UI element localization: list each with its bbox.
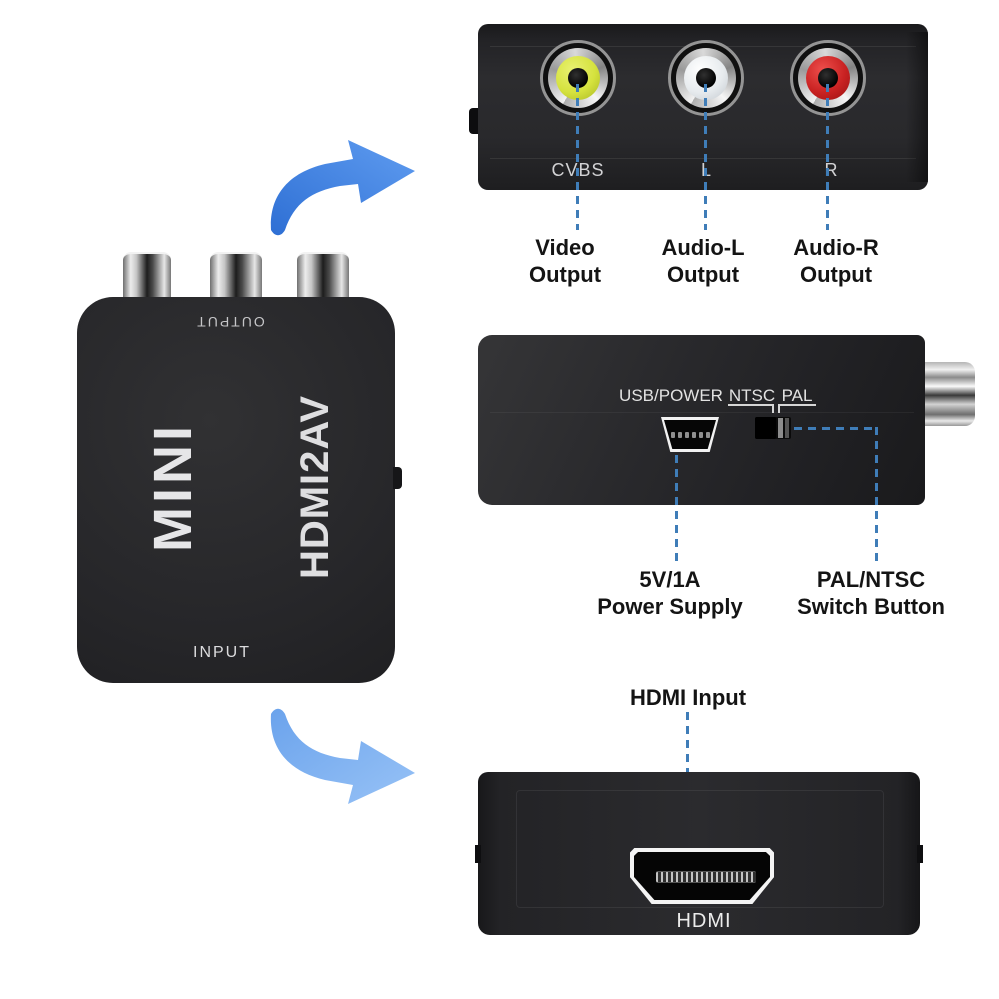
ntsc-label: NTSC: [728, 386, 776, 405]
usb-pin: [698, 431, 703, 438]
side-switch-nub: [469, 108, 479, 134]
callout-switch-button: PAL/NTSC Switch Button: [776, 566, 966, 620]
callout-video-output: Video Output: [495, 234, 635, 288]
mini-usb-port-icon: [661, 417, 719, 452]
callout-line1: PAL/NTSC: [816, 567, 926, 592]
callout-power-supply: 5V/1A Power Supply: [580, 566, 760, 620]
callout-dashed-line: [576, 84, 579, 230]
usb-power-label: USB/POWER: [619, 386, 723, 405]
panel-seam: [516, 790, 884, 908]
model-text: HDMI2AV: [292, 394, 337, 580]
input-edge-label: INPUT: [193, 644, 251, 661]
callout-audio-r-output: Audio-R Output: [766, 234, 906, 288]
mini-usb-port-cavity: [664, 420, 716, 449]
callout-line2: Output: [666, 262, 740, 287]
side-switch-nub: [393, 467, 402, 489]
callout-line2: Power Supply: [597, 594, 743, 619]
ntsc-pal-switch-icon: [755, 417, 791, 439]
callout-hdmi-input: HDMI Input: [629, 685, 747, 710]
device-edge-shade: [906, 32, 928, 182]
usb-pin: [705, 431, 710, 438]
hdmi-port-icon: [630, 848, 774, 904]
panel-seam: [490, 158, 916, 159]
output-edge-label: OUTPUT: [195, 314, 265, 330]
usb-pin: [691, 431, 696, 438]
callout-dashed-line: [794, 427, 877, 430]
hdmi-port-label: HDMI: [676, 910, 732, 932]
switch-knob: [755, 417, 776, 439]
callout-audio-l-output: Audio-L Output: [633, 234, 773, 288]
callout-line2: Switch Button: [797, 594, 945, 619]
callout-line1: Audio-L: [661, 235, 745, 260]
ntsc-underline-tick: [772, 404, 774, 413]
callout-dashed-line: [826, 84, 829, 230]
usb-pin: [670, 431, 675, 438]
front-device-body: [77, 297, 395, 683]
usb-pin: [684, 431, 689, 438]
jack-hole: [568, 68, 588, 88]
pal-underline: [778, 404, 816, 406]
pal-label: PAL: [781, 386, 813, 405]
hdmi-pins: [656, 871, 756, 883]
brand-text: MINI: [143, 422, 203, 552]
panel-seam: [490, 412, 914, 413]
callout-dashed-line: [675, 455, 678, 562]
ntsc-underline: [728, 404, 774, 406]
callout-line2: Output: [799, 262, 873, 287]
callout-line1: Audio-R: [793, 235, 879, 260]
hdmi-port-cavity: [634, 852, 770, 900]
arrow-to-bottom-view-icon: [270, 708, 415, 804]
callout-line1: Video: [535, 235, 595, 260]
jack-label-r: R: [824, 160, 838, 180]
pal-underline-tick: [778, 404, 780, 413]
callout-line2: Output: [528, 262, 602, 287]
rca-jack-side-icon: [922, 362, 975, 426]
callout-dashed-line: [704, 84, 707, 230]
jack-hole: [818, 68, 838, 88]
jack-hole: [696, 68, 716, 88]
device-edge-notch: [917, 845, 923, 863]
usb-pin: [677, 431, 682, 438]
arrow-to-top-view-icon: [270, 140, 415, 236]
callout-dashed-line: [875, 427, 878, 562]
callout-line1: 5V/1A: [639, 567, 701, 592]
device-edge-notch: [475, 845, 481, 863]
switch-ridge: [778, 418, 783, 438]
switch-ridge: [785, 418, 789, 438]
